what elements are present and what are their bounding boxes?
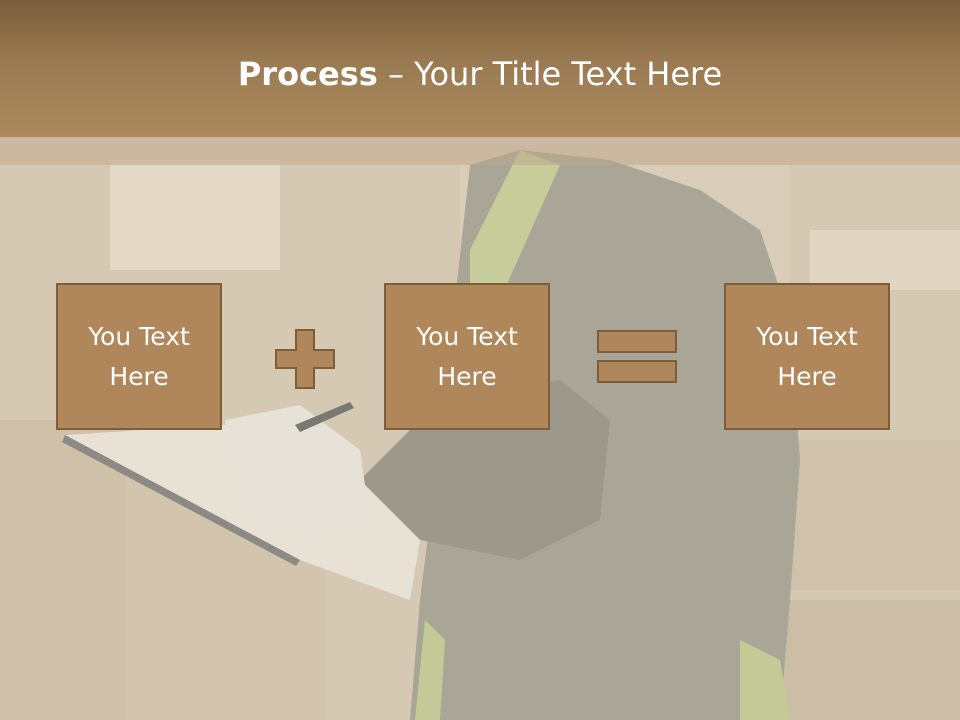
title-rest: Your Title Text Here [414, 55, 723, 93]
box-line: You Text [416, 321, 518, 351]
title-bold: Process [237, 55, 378, 93]
header-band [0, 137, 960, 165]
plus-icon [275, 329, 335, 389]
box-line: You Text [756, 321, 858, 351]
equals-icon [597, 330, 677, 383]
slide-title: Process – Your Title Text Here [0, 52, 960, 96]
title-bar [0, 0, 960, 137]
title-separator: – [377, 55, 415, 93]
box-text: You Text Here [88, 317, 190, 397]
process-box-3[interactable]: You Text Here [724, 283, 890, 430]
box-text: You Text Here [416, 317, 518, 397]
box-line: Here [777, 361, 837, 391]
box-line: You Text [88, 321, 190, 351]
box-line: Here [109, 361, 169, 391]
process-box-2[interactable]: You Text Here [384, 283, 550, 430]
process-box-1[interactable]: You Text Here [56, 283, 222, 430]
box-line: Here [437, 361, 497, 391]
box-text: You Text Here [756, 317, 858, 397]
